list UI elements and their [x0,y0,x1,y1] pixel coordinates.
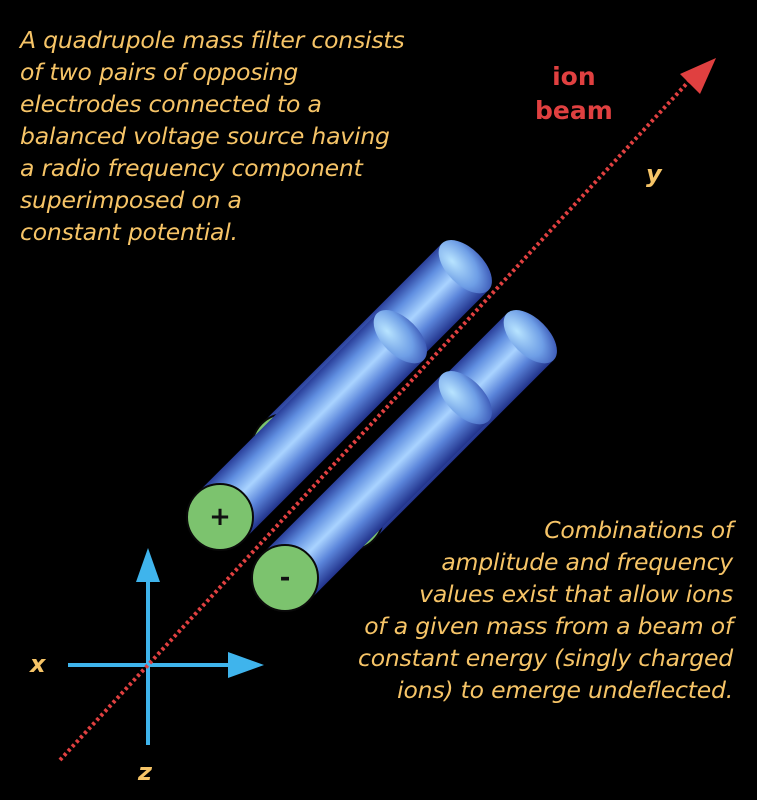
caption-bottom-line: ions) to emerge undeflected. [397,676,733,704]
electrode-end-face [186,483,254,551]
caption-bottom-line: amplitude and frequency [441,548,733,576]
electrode-rod-far-end [373,310,427,364]
electrode-bottom: - [251,371,492,612]
caption-bottom-line: values exist that allow ions [419,580,733,608]
z-axis-arrowhead [136,548,160,582]
ion-beam-label: ion beam [535,60,613,128]
x-axis-arrowhead [228,652,264,678]
y-axis-label: y [646,160,662,188]
ion-beam-line [58,78,692,762]
electrode-rod-body [261,374,489,602]
caption-top-line: a radio frequency component [20,154,363,182]
electrode-left: + [186,310,427,551]
electrode-rod-far-end [503,310,557,364]
x-axis-label: x [30,650,46,678]
coordinate-axes [68,548,264,745]
electrode-rods: -++- [186,240,557,612]
description-bottom: Combinations of amplitude and frequency va… [358,514,733,706]
ion-beam [58,58,716,762]
ion-beam-label-line2: beam [535,96,613,125]
electrode-end-face [251,544,319,612]
electrode-sign-label: + [209,502,231,532]
caption-top-line: of two pairs of opposing [20,58,299,86]
electrode-rod-far-end [438,240,492,294]
z-axis-label: z [138,758,152,786]
electrode-sign-label: - [280,563,291,593]
electrode-rod-far-end [438,371,492,425]
ion-beam-label-line1: ion [552,62,596,91]
caption-top-line: balanced voltage source having [20,122,390,150]
ion-beam-arrowhead [680,58,716,94]
caption-bottom-line: constant energy (singly charged [357,644,733,672]
caption-bottom-line: of a given mass from a beam of [364,612,733,640]
caption-bottom-line: Combinations of [544,516,733,544]
caption-top-line: constant potential. [20,218,238,246]
description-top: A quadrupole mass filter consists of two … [20,24,405,248]
caption-top-line: superimposed on a [20,186,242,214]
caption-top-line: electrodes connected to a [20,90,322,118]
caption-top-line: A quadrupole mass filter consists [20,26,405,54]
electrode-rod-body [196,313,424,541]
